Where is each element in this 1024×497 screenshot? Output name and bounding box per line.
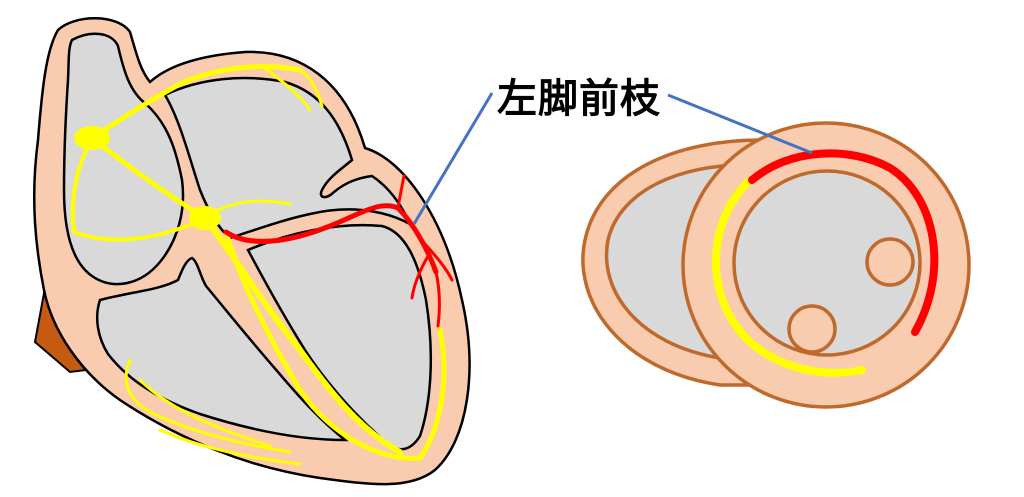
ventricle-cross-section-icon [581, 121, 971, 409]
av-node [189, 206, 221, 230]
pointer-line-section [667, 93, 813, 155]
pointer-line-heart [412, 92, 494, 225]
left-ventricle-cavity [246, 223, 433, 451]
left-anterior-fascicle-arc [748, 149, 939, 336]
papillary-muscle-upper [865, 237, 915, 287]
left-anterior-fascicle-heart [223, 174, 454, 328]
heart-cross-section-icon [32, 17, 471, 486]
lv-cavity [732, 169, 922, 357]
annotation-label: 左脚前枝 [497, 76, 661, 122]
sa-node [74, 126, 110, 150]
papillary-muscle-lower [787, 304, 837, 354]
posterior-fascicle-arc [712, 178, 866, 377]
right-atrium-cavity [62, 32, 185, 286]
